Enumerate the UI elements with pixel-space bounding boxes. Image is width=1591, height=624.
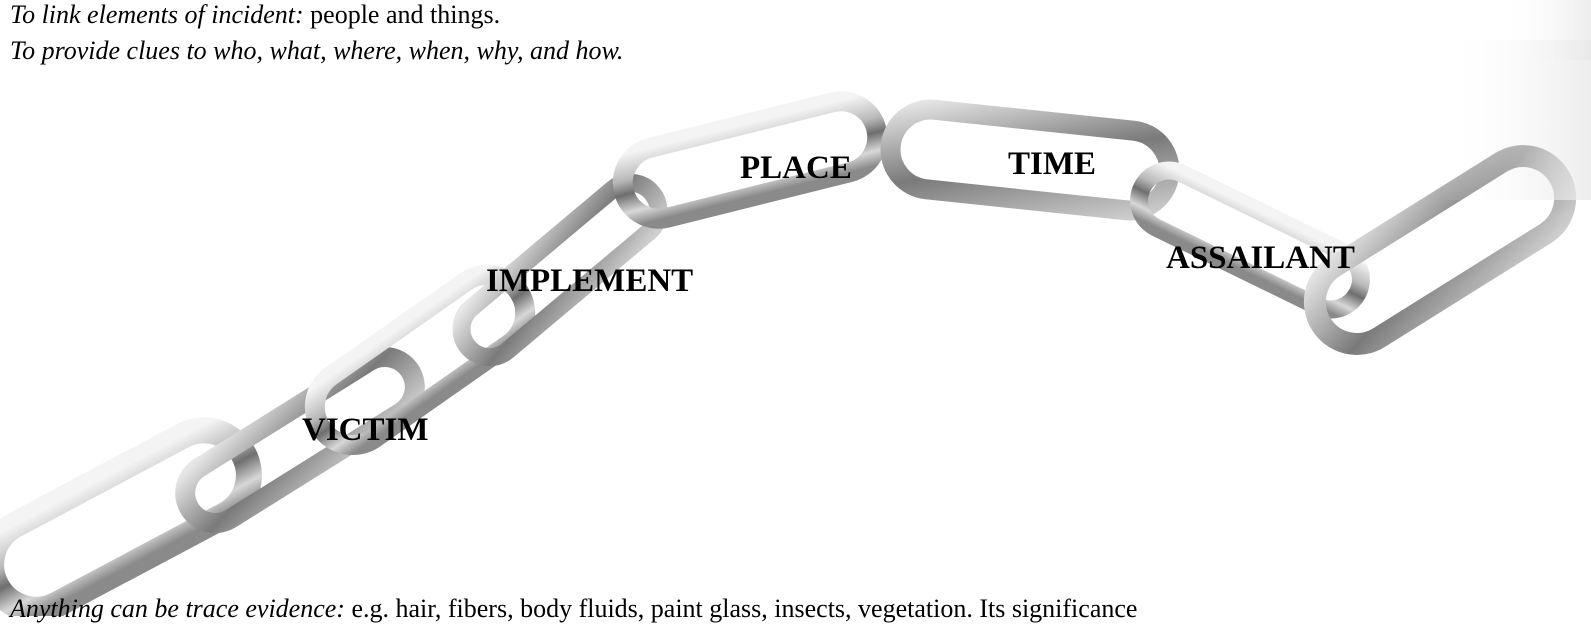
chain-label-assailant: ASSAILANT (1166, 240, 1355, 276)
chain-label-victim: VICTIM (302, 412, 429, 448)
motion-blur-streaks (1440, 0, 1591, 200)
chain-label-implement: IMPLEMENT (486, 263, 693, 299)
footer-lead: Anything can be trace evidence: (10, 594, 345, 623)
footer-line: Anything can be trace evidence: e.g. hai… (10, 594, 1137, 624)
chain-label-place: PLACE (740, 150, 852, 186)
chain-label-time: TIME (1008, 146, 1096, 182)
footer-rest: e.g. hair, fibers, body fluids, paint gl… (351, 594, 1137, 623)
